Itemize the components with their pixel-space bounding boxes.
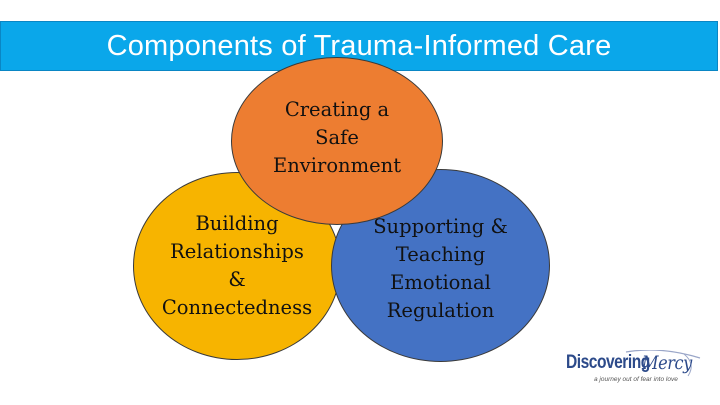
logo-wordmark: Discovering Mercy	[566, 352, 692, 374]
circle-left-line-2: Relationships	[170, 240, 304, 263]
circle-top-line-3: Environment	[272, 154, 402, 177]
circle-left-line-4: Connectedness	[161, 296, 313, 319]
circle-top-line-1: Creating a	[284, 98, 390, 121]
logo-word-mercy: Mercy	[642, 352, 692, 374]
circle-right-text: Supporting & Teaching Emotional Regulati…	[353, 213, 528, 325]
circle-top-line-2: Safe	[315, 126, 359, 149]
circle-right-line-2: Teaching	[395, 242, 486, 266]
circle-left-line-1: Building	[195, 212, 279, 235]
logo-tagline: a journey out of fear into love	[594, 376, 678, 383]
circle-emotional-regulation: Supporting & Teaching Emotional Regulati…	[331, 169, 550, 362]
circle-safe-environment: Creating a Safe Environment	[231, 57, 443, 225]
circle-left-text: Building Relationships & Connectedness	[150, 210, 325, 322]
swoosh-logo-icon	[625, 350, 701, 377]
logo-word-discovering: Discovering	[566, 352, 650, 373]
slide-title: Components of Trauma-Informed Care	[106, 29, 612, 62]
circle-building-relationships: Building Relationships & Connectedness	[133, 172, 341, 360]
circle-right-line-3: Emotional	[390, 270, 491, 294]
discovering-mercy-logo: Discovering Mercy a journey out of fear …	[566, 350, 706, 392]
circle-right-line-4: Regulation	[386, 298, 495, 322]
circle-right-line-1: Supporting &	[373, 214, 508, 238]
circle-top-text: Creating a Safe Environment	[257, 96, 417, 180]
circle-left-line-3: &	[228, 268, 246, 291]
